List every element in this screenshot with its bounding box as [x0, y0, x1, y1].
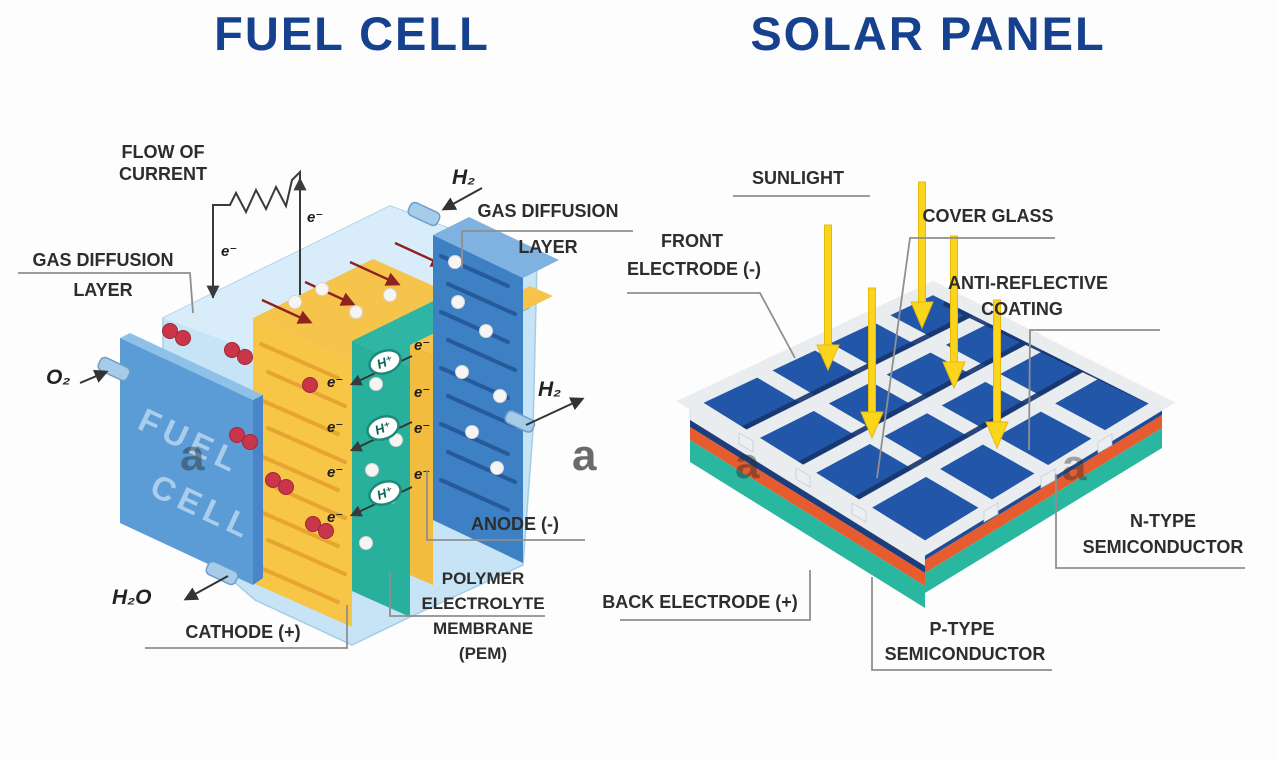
sun-ray: [860, 287, 884, 440]
terminal-plate-front: [120, 338, 253, 585]
front-electrode-edge: [690, 420, 925, 573]
h2o-label: H₂O: [112, 586, 152, 609]
watermark-letter: a: [735, 439, 760, 488]
hydrogen-molecules: [288, 255, 507, 550]
anti-reflective-label: ANTI-REFLECTIVE: [948, 273, 1108, 293]
h2-inlet-nozzle: [407, 201, 441, 227]
p-type-label: SEMICONDUCTOR: [885, 644, 1046, 664]
o2-label: O₂: [46, 366, 70, 389]
h2o-outlet-nozzle: [205, 560, 239, 586]
watermark-letter: a: [572, 431, 597, 480]
p-type-edge-left: [690, 440, 925, 608]
terminal-plate-side-edge: [253, 395, 263, 585]
watermark-letter: a: [1062, 441, 1087, 490]
cathode-leader: [145, 605, 348, 649]
pem-label: MEMBRANE: [433, 619, 533, 638]
terminal-plate-top-edge: [120, 333, 263, 400]
n-type-label: N-TYPE: [1130, 511, 1196, 531]
sunlight-label: SUNLIGHT: [752, 168, 844, 188]
fuel-cell-title: FUEL CELL: [214, 7, 490, 60]
sun-ray: [942, 235, 966, 390]
n-type-label: SEMICONDUCTOR: [1083, 537, 1244, 557]
p-type-edge-right: [925, 428, 1162, 593]
electron-label: e⁻: [414, 420, 430, 437]
h2-outflow-arrow: [525, 397, 585, 426]
pem-label: ELECTROLYTE: [421, 594, 544, 613]
anti-reflective-label: COATING: [981, 299, 1063, 319]
proton-label: H⁺: [373, 418, 393, 438]
panel-frame: [676, 280, 1176, 556]
n-type-leader: [1055, 474, 1245, 569]
sun-ray: [985, 299, 1009, 450]
n-type-edge-left: [690, 427, 925, 586]
pem-leader: [389, 572, 545, 617]
gas-diffusion-right-label: GAS DIFFUSION: [477, 201, 618, 221]
anode-gdl-strip: [410, 345, 433, 585]
anti-reflective-leader: [1028, 329, 1160, 451]
anode-label: ANODE (-): [471, 514, 559, 534]
inlet-outlet-nozzles: [97, 201, 536, 586]
electron-label: e⁻: [414, 337, 430, 354]
watermark-letter: a: [180, 431, 205, 480]
n-type-edge-right-orange: [925, 415, 1162, 573]
cover-glass-label: COVER GLASS: [922, 206, 1053, 226]
anode-leader: [426, 470, 585, 541]
fuel-cell-illustration: FUEL CELL: [18, 142, 633, 663]
anode-plate-top: [433, 217, 559, 278]
grid-bar-ends: [738, 432, 1113, 523]
h2-right-label: H₂: [538, 378, 561, 401]
gas-diffusion-left-leader: [18, 272, 194, 314]
pem-label: POLYMER: [442, 569, 525, 588]
electron-label: e⁻: [221, 243, 237, 260]
external-circuit: e⁻ e⁻: [206, 169, 323, 299]
h2o-outflow-arrow: [183, 575, 229, 601]
gas-diffusion-right-leader: [461, 230, 633, 268]
h2-outlet-nozzle: [504, 410, 536, 433]
proton-badges: H⁺ H⁺ H⁺: [366, 349, 402, 506]
flow-of-current-label: FLOW OF: [122, 142, 205, 162]
electron-label: e⁻: [327, 464, 343, 481]
h2-inflow-arrow: [441, 187, 483, 211]
proton-label: H⁺: [375, 483, 395, 503]
sun-ray-arrows: [816, 181, 1009, 450]
flow-of-current-label: CURRENT: [119, 164, 207, 184]
oxygen-molecules: [162, 323, 334, 539]
cathode-label: CATHODE (+): [185, 622, 300, 642]
front-electrode-label: FRONT: [661, 231, 723, 251]
front-electrode-leader: [627, 292, 796, 359]
h2-top-label: H₂: [452, 166, 475, 189]
o2-inflow-arrow: [79, 369, 109, 384]
back-electrode-leader: [620, 570, 811, 621]
electron-label: e⁻: [327, 374, 343, 391]
panel-grid-bars: [742, 308, 1109, 514]
sun-ray: [910, 181, 934, 330]
proton-label: H⁺: [375, 352, 395, 372]
p-type-leader: [871, 577, 1052, 671]
solar-panel-illustration: SUNLIGHT COVER GLASS FRONT ELECTRODE (-)…: [602, 168, 1245, 671]
solar-panel-title: SOLAR PANEL: [750, 7, 1106, 60]
back-electrode-label: BACK ELECTRODE (+): [602, 592, 798, 612]
electron-label: e⁻: [327, 419, 343, 436]
gas-diffusion-right-label: LAYER: [518, 237, 577, 257]
o2-inlet-nozzle: [97, 356, 131, 382]
electron-label: e⁻: [307, 209, 323, 226]
gas-diffusion-left-label: LAYER: [73, 280, 132, 300]
cover-glass-leader: [876, 237, 1055, 479]
front-electrode-label: ELECTRODE (-): [627, 259, 761, 279]
pem-label: (PEM): [459, 644, 507, 663]
electron-label: e⁻: [414, 384, 430, 401]
gas-diffusion-left-label: GAS DIFFUSION: [32, 250, 173, 270]
p-type-label: P-TYPE: [929, 619, 994, 639]
electron-label: e⁻: [327, 509, 343, 526]
sun-ray: [816, 224, 840, 372]
